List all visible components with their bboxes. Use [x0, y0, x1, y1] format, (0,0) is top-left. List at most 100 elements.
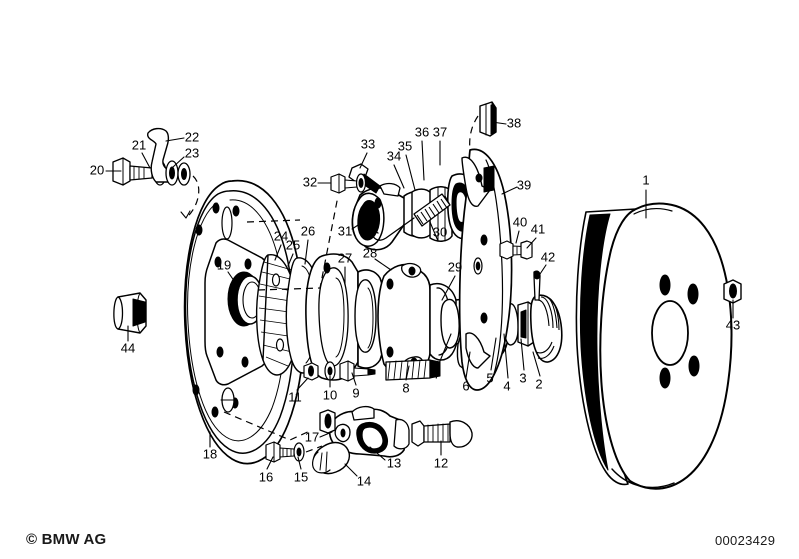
- callout-36-bushing[interactable]: 36: [415, 124, 429, 139]
- callout-34-push-rod[interactable]: 34: [387, 148, 401, 163]
- callout-12-bleeder-screw-cap[interactable]: 12: [434, 455, 448, 470]
- leader-line-6: [465, 351, 471, 379]
- callout-23-washer[interactable]: 23: [185, 145, 199, 160]
- callout-6-brake-anchor-block[interactable]: 6: [462, 378, 469, 393]
- callout-40-bolt[interactable]: 40: [513, 214, 527, 229]
- callout-16-bolt[interactable]: 16: [259, 469, 273, 484]
- copyright-notice: © BMW AG: [26, 531, 107, 548]
- callout-30-return-spring[interactable]: 30: [433, 224, 447, 239]
- callout-27-wheel-hub[interactable]: 27: [338, 250, 352, 265]
- leader-lines: [105, 121, 734, 477]
- leader-line-26: [304, 239, 309, 265]
- part-bushing-44: [113, 292, 147, 334]
- leader-line-24: [274, 244, 282, 261]
- leader-line-8: [405, 365, 410, 381]
- part-seal-ring-2: [529, 294, 563, 363]
- callout-13-wheel-brake-cylinder[interactable]: 13: [387, 455, 401, 470]
- part-brake-lever-22: [146, 127, 179, 186]
- callout-42-cotter-pin[interactable]: 42: [541, 249, 555, 264]
- callout-25-shim-ring[interactable]: 25: [286, 237, 300, 252]
- callout-1-brake-drum[interactable]: 1: [642, 172, 649, 187]
- part-bolt-32: [330, 173, 358, 194]
- part-washer-15-lower: [293, 442, 305, 462]
- callout-43-wheel-nut[interactable]: 43: [726, 317, 740, 332]
- leader-line-22: [165, 137, 185, 142]
- part-washer-15-upper: [355, 173, 367, 193]
- leader-line-25: [287, 253, 294, 267]
- leader-line-36: [421, 140, 425, 181]
- leader-line-35: [405, 154, 416, 191]
- leader-line-4: [503, 333, 509, 379]
- callout-20-bolt[interactable]: 20: [90, 162, 104, 177]
- callout-8-hub-bolt[interactable]: 8: [402, 380, 409, 395]
- callout-15-washer[interactable]: 15: [294, 469, 308, 484]
- callout-9-bolt[interactable]: 9: [352, 385, 359, 400]
- callout-14-rubber-boot[interactable]: 14: [357, 473, 371, 488]
- callout-32-bolt[interactable]: 32: [303, 174, 317, 189]
- part-brake-expander-housing-31: [351, 182, 413, 251]
- callout-44-bushing[interactable]: 44: [121, 340, 135, 355]
- callout-19-hub-cap-seal[interactable]: 19: [217, 257, 231, 272]
- callout-numbers: 1234567891011121314151617181920212223242…: [90, 115, 740, 488]
- callout-3-castle-nut[interactable]: 3: [519, 370, 526, 385]
- leader-line-30: [429, 221, 439, 242]
- leader-line-17: [319, 431, 333, 438]
- callout-39-brake-shoe[interactable]: 39: [517, 177, 531, 192]
- callout-5-bearing-outer[interactable]: 5: [486, 370, 493, 385]
- callout-10-washer[interactable]: 10: [323, 387, 337, 402]
- part-rubber-boot-14: [312, 441, 351, 475]
- callout-17-nut[interactable]: 17: [305, 429, 319, 444]
- leader-line-7: [437, 333, 452, 367]
- leader-line-15: [297, 456, 302, 470]
- callout-35-sleeve[interactable]: 35: [398, 138, 412, 153]
- drawing-number: 00023429: [715, 533, 776, 548]
- callout-2-seal-ring[interactable]: 2: [535, 376, 542, 391]
- part-bearing-housing-26: [305, 253, 359, 381]
- callout-41-nut[interactable]: 41: [531, 221, 545, 236]
- part-wheel-brake-cylinder-13: [328, 405, 410, 458]
- leader-line-11: [296, 377, 309, 391]
- leader-line-23: [172, 156, 185, 168]
- leader-line-38: [491, 121, 507, 125]
- part-brake-drum: [575, 202, 733, 490]
- leader-line-42: [537, 264, 547, 278]
- leader-line-28: [374, 258, 392, 271]
- part-washer-23: [177, 162, 191, 186]
- part-brake-shoe-39: [458, 148, 513, 391]
- leader-line-40: [515, 230, 520, 244]
- part-nut-11: [303, 362, 319, 381]
- leader-line-21: [141, 152, 151, 169]
- leader-line-2: [532, 351, 541, 377]
- callout-38-brake-shoe-clip[interactable]: 38: [507, 115, 521, 130]
- part-nut-17: [319, 409, 336, 434]
- callout-28-hub-flange[interactable]: 28: [363, 245, 377, 260]
- callout-21-washer[interactable]: 21: [132, 137, 146, 152]
- callout-31-brake-expander-housing[interactable]: 31: [338, 223, 352, 238]
- callout-26-bearing-housing[interactable]: 26: [301, 223, 315, 238]
- leader-line-41: [526, 237, 537, 249]
- part-bearing-spacer-7: [440, 298, 460, 349]
- callout-29-axle-shaft[interactable]: 29: [448, 259, 462, 274]
- part-hub-bolt-8: [385, 359, 441, 381]
- leader-line-16: [266, 456, 274, 470]
- callout-24-gasket[interactable]: 24: [274, 228, 288, 243]
- part-bleeder-screw-12: [411, 420, 473, 448]
- leader-line-9: [351, 372, 357, 386]
- callout-33-adjusting-screw[interactable]: 33: [361, 136, 375, 151]
- leader-line-33: [359, 152, 368, 169]
- callout-11-nut[interactable]: 11: [288, 389, 302, 404]
- part-bolt-16: [265, 441, 295, 463]
- callout-22-brake-lever[interactable]: 22: [185, 129, 199, 144]
- callout-7-bearing-spacer[interactable]: 7: [433, 366, 440, 381]
- callout-18-brake-backing-plate[interactable]: 18: [203, 446, 217, 461]
- leader-line-29: [441, 275, 456, 301]
- leader-line-39: [501, 186, 518, 195]
- callout-37-cam-ring[interactable]: 37: [433, 124, 447, 139]
- leader-line-3: [520, 338, 525, 371]
- leader-line-13: [369, 446, 386, 461]
- callout-4-washer[interactable]: 4: [503, 378, 510, 393]
- leader-line-31: [351, 215, 373, 230]
- leader-line-19: [227, 271, 240, 289]
